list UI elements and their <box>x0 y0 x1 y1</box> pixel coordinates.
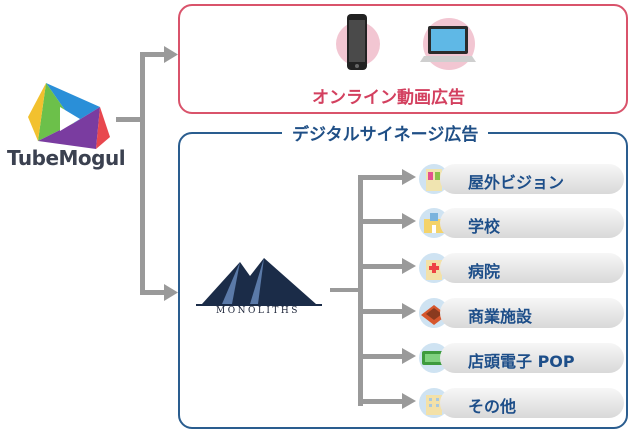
arrow-right-icon <box>402 213 416 229</box>
arrow-right-icon <box>402 258 416 274</box>
signage-item-label: 店頭電子 POP <box>468 352 575 371</box>
arrow-right-icon <box>402 393 416 409</box>
signage-item-label: 病院 <box>468 262 501 281</box>
signage-item-other: その他 <box>418 385 626 419</box>
arrow-right-icon <box>402 169 416 185</box>
signage-item-label: その他 <box>468 397 517 416</box>
connector-line <box>140 52 145 294</box>
smartphone-icon <box>336 14 380 70</box>
signage-item-label: 商業施設 <box>468 307 533 326</box>
connector-line <box>330 288 362 292</box>
connector-line <box>358 219 404 224</box>
signage-item-school: 学校 <box>418 205 626 239</box>
connector-line <box>140 52 168 57</box>
connector-line <box>116 117 144 122</box>
arrow-right-icon <box>164 284 178 301</box>
laptop-icon <box>420 18 476 70</box>
tubemogul-wordmark: TubeMogul <box>6 146 126 170</box>
arrow-right-icon <box>402 348 416 364</box>
connector-line <box>140 290 168 295</box>
monoliths-logo-icon <box>196 258 322 306</box>
signage-item-label: 屋外ビジョン <box>468 173 565 192</box>
connector-line <box>358 354 404 359</box>
arrow-right-icon <box>164 46 178 63</box>
signage-item-hospital: 病院 <box>418 250 626 284</box>
online-video-ads-box <box>178 4 628 114</box>
arrow-right-icon <box>402 303 416 319</box>
connector-line <box>358 399 404 404</box>
connector-line <box>358 175 404 180</box>
connector-line <box>358 264 404 269</box>
digital-signage-ads-title: デジタルサイネージ広告 <box>282 120 489 145</box>
connector-line <box>358 178 363 406</box>
signage-item-storefront-pop: 店頭電子 POP <box>418 340 626 374</box>
online-video-ads-title: オンライン動画広告 <box>302 83 475 108</box>
signage-item-label: 学校 <box>468 217 501 236</box>
tubemogul-logo-icon <box>28 83 110 149</box>
signage-item-commercial-facility: 商業施設 <box>418 295 626 329</box>
monoliths-wordmark: MONOLITHS <box>216 306 300 316</box>
connector-line <box>358 309 404 314</box>
signage-item-outdoor-vision: 屋外ビジョン <box>418 161 626 195</box>
